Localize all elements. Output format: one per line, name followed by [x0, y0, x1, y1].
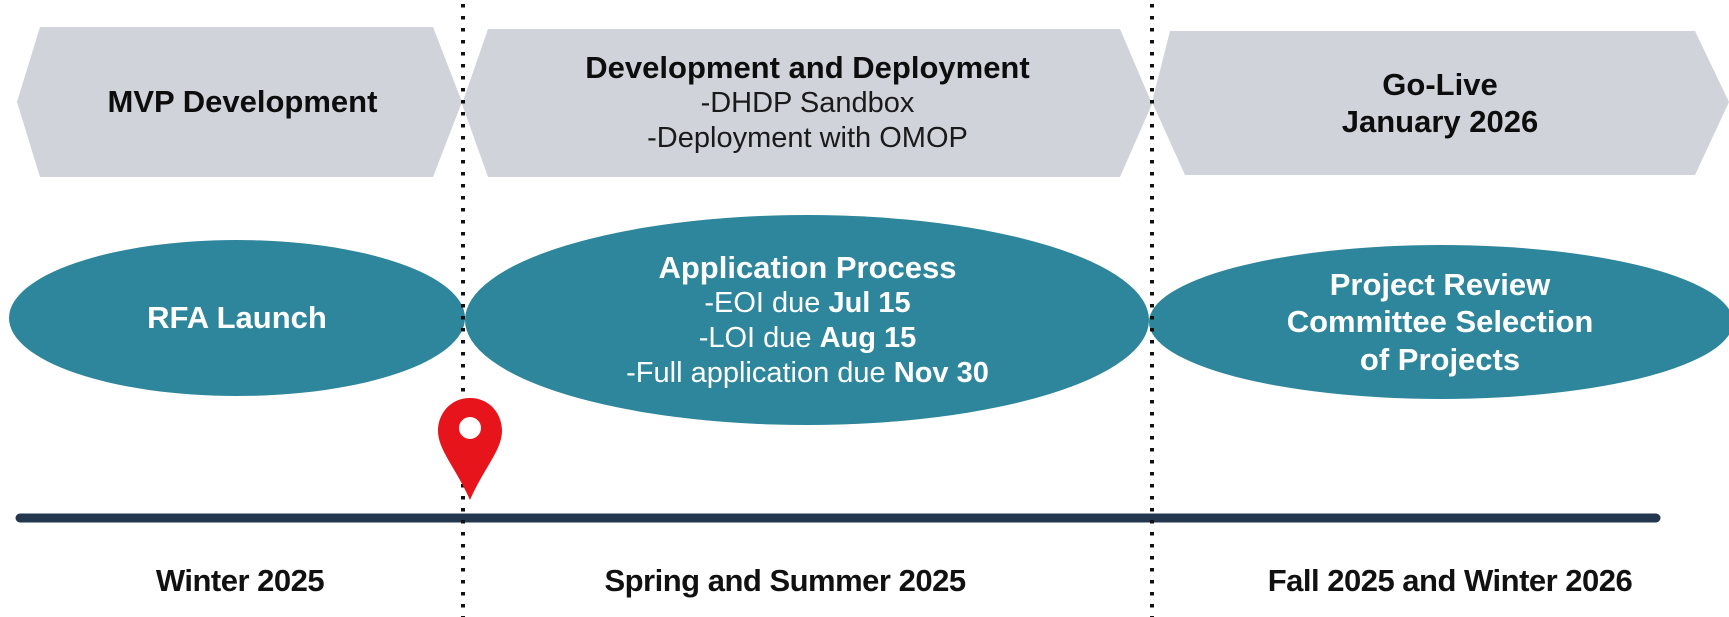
deadline-item: -LOI due Aug 15 [699, 321, 917, 356]
deadline-date: Jul 15 [828, 287, 911, 320]
phase-detail: -DHDP Sandbox [700, 87, 915, 120]
milestone-application-process: Application Process -EOI due Jul 15 -LOI… [500, 245, 1115, 395]
phase-title: MVP Development [107, 84, 378, 120]
phase-title: Go-Live [1382, 66, 1498, 102]
deadline-item: -EOI due Jul 15 [704, 286, 910, 321]
deadline-label: -EOI due [704, 287, 829, 320]
milestone-title: RFA Launch [147, 300, 327, 336]
deadline-date: Nov 30 [893, 356, 989, 389]
phase-title: January 2026 [1341, 104, 1539, 139]
milestone-title: Project Review [1329, 267, 1551, 303]
milestone-ellipse-review [1149, 245, 1729, 399]
season-label-fall-winter: Fall 2025 and Winter 2026 [1267, 563, 1633, 598]
map-pin-icon [438, 398, 502, 500]
milestone-title: Application Process [658, 250, 957, 286]
phase-chevron-development [462, 29, 1152, 177]
deadline-label: -LOI due [698, 322, 820, 355]
phase-golive: Go-Live January 2026 [1175, 31, 1705, 175]
milestone-title: of Projects [1359, 341, 1521, 377]
phase-chevron-golive [1152, 31, 1729, 175]
phase-detail: -Deployment with OMOP [647, 122, 968, 155]
phase-chevron-mvp [17, 27, 462, 177]
deadline-date: Aug 15 [819, 322, 917, 355]
season-label-winter-2025: Winter 2025 [155, 563, 325, 598]
phase-mvp: MVP Development [40, 27, 445, 177]
milestone-ellipse-application [465, 215, 1149, 425]
phase-title: Development and Deployment [585, 50, 1030, 86]
deadline-label: -Full application due [626, 356, 894, 389]
milestone-title: Committee Selection [1286, 304, 1594, 340]
season-label-spring-summer-2025: Spring and Summer 2025 [604, 563, 966, 598]
milestone-project-review: Project Review Committee Selection of Pr… [1170, 262, 1710, 382]
deadline-item: -Full application due Nov 30 [626, 356, 989, 391]
milestone-rfa-launch: RFA Launch [30, 280, 444, 356]
milestone-ellipse-rfa [9, 240, 465, 396]
phase-development: Development and Deployment -DHDP Sandbox… [480, 40, 1135, 165]
